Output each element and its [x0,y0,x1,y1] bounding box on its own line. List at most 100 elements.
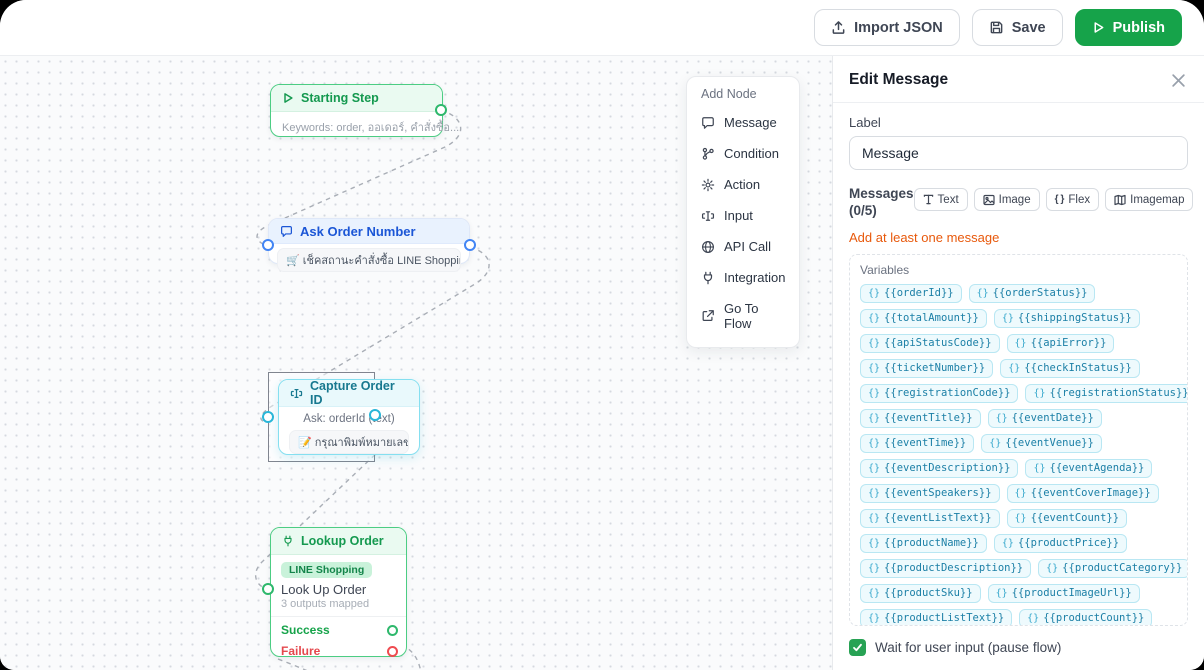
palette-item-label: Condition [724,146,779,161]
palette-item-label: Go To Flow [724,301,759,331]
go-to-flow-icon [701,309,715,323]
variable-chip[interactable]: {}{{eventAgenda}} [1025,458,1153,478]
add-text-button[interactable]: Text [913,188,968,211]
node-starting-step[interactable]: Starting Step Keywords: order, ออเดอร์, … [270,84,459,137]
connector-failure-out[interactable] [387,645,398,657]
wait-checkbox[interactable] [849,638,866,656]
node-ask-order-number[interactable]: Ask Order Number 🛒 เช็คสถานะคำสั่งซื้อ L… [268,218,470,272]
flow-canvas[interactable]: Starting Step Keywords: order, ออเดอร์, … [0,56,832,670]
variable-chip[interactable]: {}{{shippingStatus}} [993,308,1140,328]
variable-chip[interactable]: {}{{eventDate}} [987,408,1102,428]
variable-chip[interactable]: {}{{productSku}} [860,583,981,603]
node-starting-step-header: Starting Step [271,85,442,112]
variable-chip[interactable]: {}{{apiStatusCode}} [860,333,1000,353]
node-lookup-order[interactable]: Lookup Order LINE Shopping Look Up Order… [270,527,407,658]
save-icon [989,20,1004,35]
palette-item-action[interactable]: Action [687,169,799,200]
api-call-icon [701,240,715,254]
save-button[interactable]: Save [971,9,1063,46]
variable-chip[interactable]: {}{{totalAmount}} [860,308,987,328]
variables-box: Variables {}{{orderId}}{}{{orderStatus}}… [849,253,1188,626]
palette-item-condition[interactable]: Condition [687,138,799,169]
connector-ask-order-in[interactable] [262,239,274,251]
divider [271,616,406,617]
variable-chip[interactable]: {}{{eventListText}} [860,508,1000,528]
variable-chip[interactable]: {}{{eventSpeakers}} [860,483,1000,503]
panel-header: Edit Message [833,56,1204,103]
variable-chip[interactable]: {}{{eventTitle}} [860,408,981,428]
variable-chip[interactable]: {}{{eventVenue}} [981,433,1102,453]
palette-item-input[interactable]: Input [687,200,799,231]
add-imagemap-button[interactable]: Imagemap [1105,188,1194,211]
lookup-meta: 3 outputs mapped [281,598,370,610]
integration-icon [701,271,715,285]
node-capture-order-id[interactable]: Capture Order ID Ask: orderId (text) 📝 ก… [278,379,420,455]
add-flex-button[interactable]: { } Flex [1045,188,1100,211]
line-shopping-badge: LINE Shopping [281,562,373,578]
flex-icon: { } [1054,194,1065,205]
variable-chip[interactable]: {}{{ticketNumber}} [860,358,994,378]
edit-message-panel: Edit Message Label Messages (0/5) [832,56,1204,670]
connector-starting-step-out[interactable] [435,104,447,116]
wait-for-input-row[interactable]: Wait for user input (pause flow) [849,638,1188,656]
connector-capture-out[interactable] [369,409,381,421]
palette-item-message[interactable]: Message [687,107,799,138]
node-capture-header: Capture Order ID [279,379,419,407]
close-icon[interactable] [1171,73,1186,88]
node-message-chip: 🛒 เช็คสถานะคำสั่งซื้อ LINE Shopping ... [277,248,461,272]
label-input[interactable] [849,136,1188,170]
variable-chip[interactable]: {}{{checkInStatus}} [1000,358,1140,378]
node-title: Lookup Order [301,534,384,548]
button-label: Image [998,193,1031,206]
button-label: Imagemap [1130,193,1185,206]
variable-chip[interactable]: {}{{productImageUrl}} [987,583,1140,603]
imagemap-icon [1114,194,1126,206]
validation-warning: Add at least one message [849,229,1000,245]
variable-chip[interactable]: {}{{apiError}} [1006,333,1115,353]
connector-lookup-in[interactable] [262,583,274,595]
messages-label: Messages (0/5) [849,186,914,218]
panel-title: Edit Message [849,71,949,88]
main-area: Starting Step Keywords: order, ออเดอร์, … [0,56,1204,670]
play-icon [1092,21,1105,34]
variable-chip[interactable]: {}{{eventTime}} [860,433,975,453]
messages-count: (0/5) [849,202,877,218]
node-ask-order-header: Ask Order Number [269,219,469,244]
action-icon [701,178,715,192]
variable-chip[interactable]: {}{{eventCount}} [1006,508,1128,528]
connector-capture-in[interactable] [262,411,274,423]
variable-chip[interactable]: {}{{registrationStatus}} [1025,383,1187,403]
variable-chip[interactable]: {}{{productPrice}} [993,533,1128,553]
add-node-palette: Add Node Message Condition Action Input [686,76,800,348]
variable-chip[interactable]: {}{{eventCoverImage}} [1006,483,1159,503]
input-icon [290,387,303,400]
variable-chip[interactable]: {}{{productCount}} [1019,608,1153,625]
publish-button[interactable]: Publish [1074,9,1182,46]
node-prompt-chip: 📝 กรุณาพิมพ์หมายเลข... [289,430,409,454]
variable-chip[interactable]: {}{{productDescription}} [860,558,1032,578]
palette-item-api-call[interactable]: API Call [687,231,799,262]
node-lookup-header: Lookup Order [271,528,406,555]
connector-success-out[interactable] [387,624,398,636]
variable-chip[interactable]: {}{{productName}} [860,533,987,553]
variable-chip[interactable]: {}{{orderId}} [860,283,962,303]
palette-item-go-to-flow[interactable]: Go To Flow [687,293,799,339]
connector-ask-order-out[interactable] [464,239,476,251]
add-node-title: Add Node [701,87,757,101]
play-outline-icon [282,92,294,104]
variable-chip[interactable]: {}{{productListText}} [860,608,1013,625]
palette-item-integration[interactable]: Integration [687,262,799,293]
import-json-button[interactable]: Import JSON [814,9,960,46]
variable-chip[interactable]: {}{{registrationCode}} [860,383,1019,403]
variable-chip[interactable]: {}{{eventDescription}} [860,458,1019,478]
publish-label: Publish [1112,19,1165,36]
variables-grid: {}{{orderId}} {}{{orderStatus}} {}{{totalA… [860,283,1187,625]
add-image-button[interactable]: Image [973,188,1040,211]
variable-chip[interactable]: {}{{orderStatus}} [968,283,1096,303]
integration-icon [282,535,294,547]
message-type-buttons: Text Image { } Flex Imagemap [913,188,1194,211]
palette-item-label: API Call [724,239,771,254]
palette-item-label: Message [724,115,777,130]
variable-chip[interactable]: {}{{productCategory}} [1038,558,1187,578]
